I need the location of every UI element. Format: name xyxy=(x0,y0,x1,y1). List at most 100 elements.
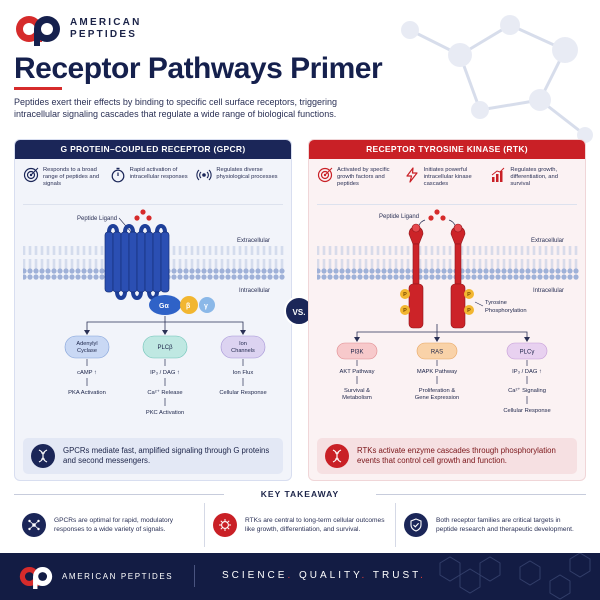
brand-header: AMERICAN PEPTIDES xyxy=(14,12,142,46)
gpcr-feature: Responds to a broad range of peptides an… xyxy=(23,167,110,199)
intracellular-label: Intracellular xyxy=(533,288,564,294)
g-protein: Gα β γ xyxy=(149,295,215,315)
pathway-step: Proliferation & xyxy=(419,388,456,394)
gpcr-feature-text: Regulates diverse physiological processe… xyxy=(216,167,278,180)
broadcast-icon xyxy=(196,169,212,181)
pathway-step: Gene Expression xyxy=(415,395,459,401)
g-beta-label: β xyxy=(186,303,191,310)
g-gamma-label: γ xyxy=(204,303,208,310)
pathway-name: PLCγ xyxy=(520,350,535,356)
american-peptides-logo xyxy=(16,16,60,46)
pathway-step: Ion Flux xyxy=(233,370,254,376)
stopwatch-icon xyxy=(111,167,125,183)
pathway-step: Ca²⁺ Signaling xyxy=(508,387,546,394)
gpcr-feature-text: Responds to a broad range of peptides an… xyxy=(43,167,100,187)
hexagon-pattern-icon xyxy=(439,553,591,600)
lightning-icon xyxy=(406,167,418,183)
growth-chart-icon xyxy=(492,167,505,182)
gpcr-panel: G PROTEIN–COUPLED RECEPTOR (GPCR) Respon… xyxy=(14,139,292,481)
takeaway-text: RTKs are central to long-term cellular o… xyxy=(245,517,385,533)
rtk-diagram: Extracellular Intracellular Peptide Liga… xyxy=(317,209,579,414)
rtk-feature: Initiates powerful intracellular kinase … xyxy=(404,167,491,199)
rtk-summary: RTKs activate enzyme cascades through ph… xyxy=(317,438,577,474)
svg-text:P: P xyxy=(467,308,471,314)
dna-icon xyxy=(31,444,55,468)
rtk-feature: Activated by specific growth factors and… xyxy=(317,167,404,199)
pathway-step: AKT Pathway xyxy=(339,369,374,375)
plc-gamma-node xyxy=(506,342,548,360)
target-icon xyxy=(23,167,39,183)
dna-icon xyxy=(325,444,349,468)
key-takeaway-row: GPCRs are optimal for rapid, modulatory … xyxy=(14,503,586,547)
pathway-name: PI3K xyxy=(350,350,363,356)
pi3k-node xyxy=(336,342,378,360)
tyrosine-label: Tyrosine xyxy=(485,300,507,306)
takeaway-item: GPCRs are optimal for rapid, modulatory … xyxy=(14,503,204,547)
rtk-summary-text: RTKs activate enzyme cascades through ph… xyxy=(357,446,556,465)
takeaway-item: RTKs are central to long-term cellular o… xyxy=(204,503,395,547)
plc-beta-node xyxy=(142,335,188,359)
gpcr-feature: Rapid activation of intracellular respon… xyxy=(110,167,197,199)
key-takeaway-title: KEY TAKEAWAY xyxy=(260,489,340,499)
footer: AMERICAN PEPTIDES SCIENCE. QUALITY. TRUS… xyxy=(0,553,600,600)
molecule-decoration-icon xyxy=(401,15,593,143)
rtk-panel: RECEPTOR TYROSINE KINASE (RTK) Activated… xyxy=(308,139,586,481)
gpcr-features: Responds to a broad range of peptides an… xyxy=(15,159,291,199)
svg-text:P: P xyxy=(403,308,407,314)
pathway-step: PKC Activation xyxy=(146,410,184,416)
gpcr-header: G PROTEIN–COUPLED RECEPTOR (GPCR) xyxy=(15,140,291,159)
virus-cell-icon xyxy=(213,513,237,537)
pathway-name: RAS xyxy=(431,350,443,356)
rtk-features: Activated by specific growth factors and… xyxy=(309,159,585,199)
gpcr-summary-text: GPCRs mediate fast, amplified signaling … xyxy=(63,446,270,465)
rtk-feature-text: Activated by specific growth factors and… xyxy=(337,167,390,187)
footer-brand: AMERICAN PEPTIDES xyxy=(18,564,173,589)
pathway-step: Cellular Response xyxy=(503,408,550,414)
takeaway-item: Both receptor families are critical targ… xyxy=(395,503,586,547)
network-icon xyxy=(22,513,46,537)
american-peptides-logo xyxy=(19,566,53,589)
pathway-name: PLCβ xyxy=(157,345,173,351)
peptide-ligand-icon xyxy=(428,209,446,221)
pathway-step: cAMP ↑ xyxy=(77,370,97,376)
intracellular-label: Intracellular xyxy=(239,288,270,294)
title-underline xyxy=(14,87,62,90)
rtk-receptor xyxy=(408,223,466,329)
pathway-step: IP₃ / DAG ↑ xyxy=(150,370,180,376)
pathway-name: Adenylyl xyxy=(76,341,97,347)
pathway-name: Ion xyxy=(239,341,247,347)
takeaway-text: Both receptor families are critical targ… xyxy=(436,517,574,533)
page-title: Receptor Pathways Primer xyxy=(14,52,383,85)
shield-check-icon xyxy=(404,513,428,537)
ras-node xyxy=(416,342,458,360)
svg-text:P: P xyxy=(467,292,471,298)
peptide-ligand-label: Peptide Ligand xyxy=(77,216,117,222)
gpcr-diagram: Extracellular Intracellular Peptide Liga… xyxy=(23,209,285,416)
gpcr-receptor xyxy=(104,224,170,300)
pathway-step: Ca²⁺ Release xyxy=(147,389,182,396)
footer-tagline: SCIENCE. QUALITY. TRUST. xyxy=(222,570,426,581)
pathway-step: Metabolism xyxy=(342,395,372,401)
pathway-step: MAPK Pathway xyxy=(417,369,457,375)
gpcr-feature: Regulates diverse physiological processe… xyxy=(196,167,283,199)
rtk-feature-text: Regulates growth, differentiation, and s… xyxy=(510,167,558,187)
svg-text:P: P xyxy=(403,292,407,298)
extracellular-label: Extracellular xyxy=(531,238,564,244)
rtk-feature: Regulates growth, differentiation, and s… xyxy=(490,167,577,199)
target-icon xyxy=(317,167,333,183)
gpcr-feature-text: Rapid activation of intracellular respon… xyxy=(129,167,188,180)
cell-membrane xyxy=(317,246,579,280)
g-alpha-label: Gα xyxy=(159,303,169,310)
brand-line-2: PEPTIDES xyxy=(70,29,138,40)
pathway-name: Channels xyxy=(231,348,255,354)
pathway-step: Survival & xyxy=(344,388,370,394)
gpcr-summary: GPCRs mediate fast, amplified signaling … xyxy=(23,438,283,474)
pathway-step: IP₃ / DAG ↑ xyxy=(512,369,542,375)
ion-channels-node xyxy=(220,335,266,359)
takeaway-text: GPCRs are optimal for rapid, modulatory … xyxy=(54,517,174,533)
rtk-feature-text: Initiates powerful intracellular kinase … xyxy=(423,167,472,187)
peptide-ligand-icon xyxy=(134,209,152,221)
pathway-step: Cellular Response xyxy=(219,390,266,396)
adenylyl-cyclase-node xyxy=(64,335,110,359)
extracellular-label: Extracellular xyxy=(237,238,270,244)
